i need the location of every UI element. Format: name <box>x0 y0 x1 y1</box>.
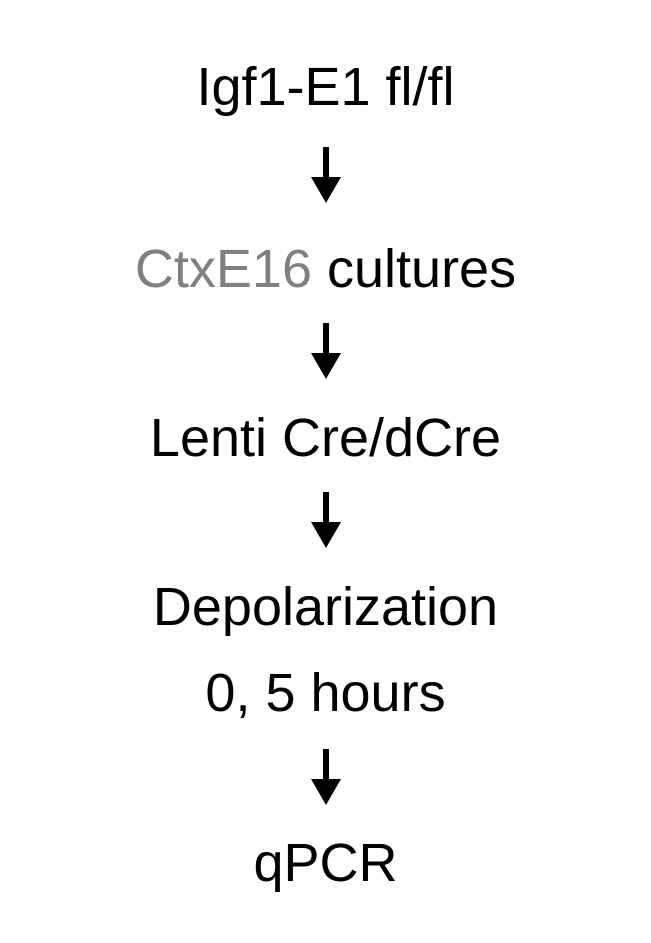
step-lenti-label: Lenti Cre/dCre <box>149 408 502 468</box>
down-arrow-icon <box>0 323 651 379</box>
step-lenti: Lenti Cre/dCre <box>0 407 651 469</box>
down-arrow-icon <box>0 492 651 548</box>
down-arrow-icon <box>0 749 651 805</box>
down-arrow-icon <box>0 147 651 203</box>
step-depolarization: Depolarization <box>0 576 651 638</box>
step-cultures-label: cultures <box>312 239 517 299</box>
step-genotype-label: Igf1-E1 fl/fl <box>196 57 455 117</box>
step-timepoints-label: 0, 5 hours <box>205 663 446 723</box>
step-cultures: CtxE16 cultures <box>0 238 651 300</box>
step-genotype: Igf1-E1 fl/fl <box>0 56 651 118</box>
step-qpcr: qPCR <box>0 832 651 894</box>
step-timepoints: 0, 5 hours <box>0 662 651 724</box>
step-depolarization-label: Depolarization <box>152 577 499 637</box>
step-qpcr-label: qPCR <box>253 833 398 893</box>
step-cultures-highlight: CtxE16 <box>134 239 312 299</box>
